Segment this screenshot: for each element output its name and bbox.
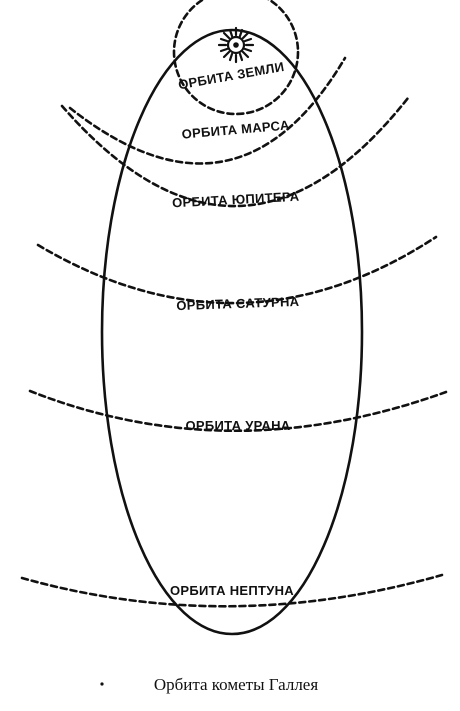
- figure-caption: Орбита кометы Галлея: [154, 675, 319, 694]
- sun-icon: [217, 26, 255, 64]
- neptune-orbit-label: ОРБИТА НЕПТУНА: [170, 583, 294, 598]
- saturn-orbit-label: ОРБИТА САТУРНА: [176, 294, 300, 313]
- jupiter-orbit-label: ОРБИТА ЮПИТЕРА: [172, 189, 300, 211]
- neptune-orbit: [20, 573, 444, 608]
- jupiter-orbit: [60, 96, 410, 208]
- caption-bullet: [100, 682, 104, 686]
- comet-orbit: [100, 28, 364, 636]
- saturn-orbit: [36, 235, 438, 305]
- uranus-orbit-label: ОРБИТА УРАНА: [186, 418, 291, 433]
- uranus-orbit: [28, 389, 448, 432]
- earth-orbit-label: ОРБИТА ЗЕМЛИ: [177, 59, 285, 92]
- mars-orbit: [68, 56, 347, 165]
- earth-orbit: [172, 0, 300, 116]
